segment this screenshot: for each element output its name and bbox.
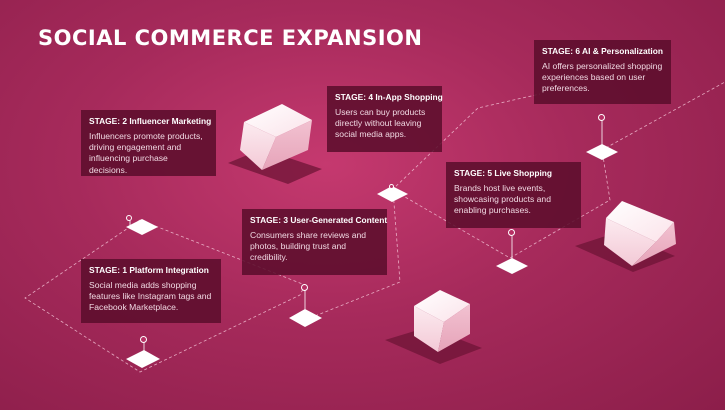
stage-4-description: Users can buy products directly without … xyxy=(335,107,426,140)
stage-4-card: STAGE: 4 In-App Shopping Users can buy p… xyxy=(327,86,443,152)
stage-3-node-icon xyxy=(301,284,308,291)
stage-2-node-icon xyxy=(126,215,132,221)
stage-6-card: STAGE: 6 AI & Personalization AI offers … xyxy=(534,40,671,104)
stage-5-node-icon xyxy=(508,229,515,236)
cube-shape xyxy=(604,201,676,266)
page-title: SOCIAL COMMERCE EXPANSION xyxy=(38,26,423,50)
cube-shape xyxy=(414,290,470,352)
stage-2-card: STAGE: 2 Influencer Marketing Influencer… xyxy=(81,110,216,176)
stage-5-marker xyxy=(496,236,528,274)
stage-markers xyxy=(126,121,618,368)
stage-6-node-icon xyxy=(598,114,605,121)
stage-3-label: STAGE: 3 User-Generated Content xyxy=(250,215,388,225)
stage-6-description: AI offers personalized shopping experien… xyxy=(542,61,663,94)
stage-5-description: Brands host live events, showcasing prod… xyxy=(454,183,551,216)
stage-6-marker xyxy=(586,121,618,160)
stage-1-card: STAGE: 1 Platform Integration Social med… xyxy=(81,259,221,323)
stage-3-card: STAGE: 3 User-Generated Content Consumer… xyxy=(242,209,387,275)
stage-2-marker xyxy=(126,219,158,235)
stage-1-node-icon xyxy=(140,336,147,343)
stage-3-description: Consumers share reviews and photos, buil… xyxy=(250,230,367,263)
stage-5-card: STAGE: 5 Live Shopping Brands host live … xyxy=(446,162,581,228)
stage-5-label: STAGE: 5 Live Shopping xyxy=(454,168,553,178)
stage-1-marker xyxy=(126,342,160,368)
stage-3-marker xyxy=(289,290,322,327)
stage-1-label: STAGE: 1 Platform Integration xyxy=(89,265,209,275)
cube-shape xyxy=(240,104,312,170)
stage-6-label: STAGE: 6 AI & Personalization xyxy=(542,46,663,56)
stage-4-label: STAGE: 4 In-App Shopping xyxy=(335,92,443,102)
stage-2-label: STAGE: 2 Influencer Marketing xyxy=(89,116,212,126)
stage-1-description: Social media adds shopping features like… xyxy=(89,280,212,313)
stage-4-node-icon xyxy=(389,184,394,189)
stage-2-description: Influencers promote products, driving en… xyxy=(89,131,203,175)
